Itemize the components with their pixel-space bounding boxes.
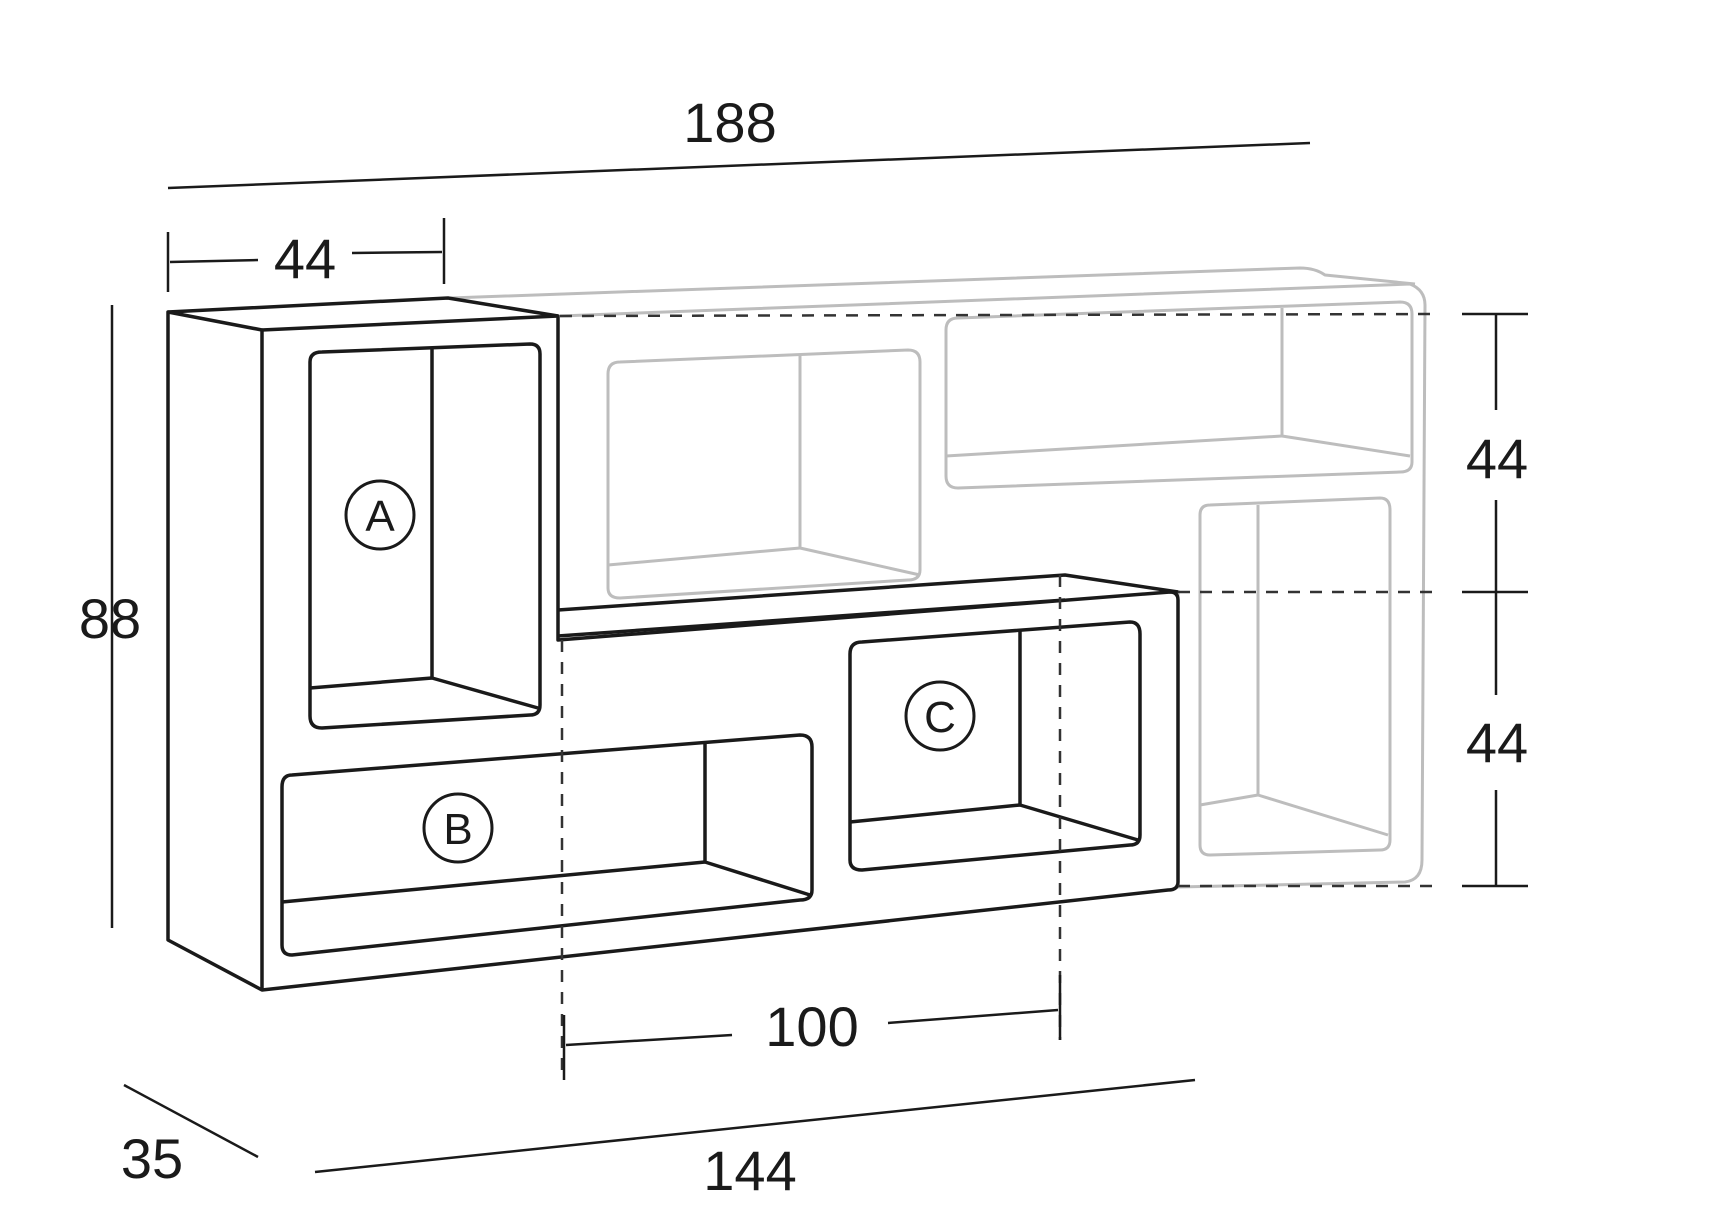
marker-c: C <box>904 680 976 752</box>
label-total-height: 88 <box>79 587 141 650</box>
label-front-width: 144 <box>703 1139 796 1202</box>
label-module-width: 44 <box>274 227 336 290</box>
marker-b-label: B <box>443 805 472 854</box>
marker-a-label: A <box>365 492 395 541</box>
marker-c-label: C <box>924 693 956 742</box>
ghost-opening-right-tall <box>1198 496 1392 857</box>
module-c-opening <box>848 620 1142 872</box>
marker-a: A <box>344 479 416 551</box>
dimension-lines <box>110 141 1528 1174</box>
dashed-guides <box>559 312 1441 1070</box>
module-b-opening <box>280 733 814 957</box>
label-depth: 35 <box>121 1127 183 1190</box>
ghost-modules <box>449 266 1427 889</box>
label-inner-span: 100 <box>765 995 858 1058</box>
ghost-outer <box>559 282 1427 889</box>
label-lower-height: 44 <box>1466 711 1528 774</box>
module-a-outer <box>166 296 1180 992</box>
label-upper-height: 44 <box>1466 427 1528 490</box>
ghost-opening-top-right <box>944 300 1414 490</box>
ghost-opening-left <box>606 348 922 600</box>
module-a-opening <box>308 342 542 730</box>
main-modules <box>166 296 1180 992</box>
marker-b: B <box>422 792 494 864</box>
label-total-width: 188 <box>683 91 776 154</box>
